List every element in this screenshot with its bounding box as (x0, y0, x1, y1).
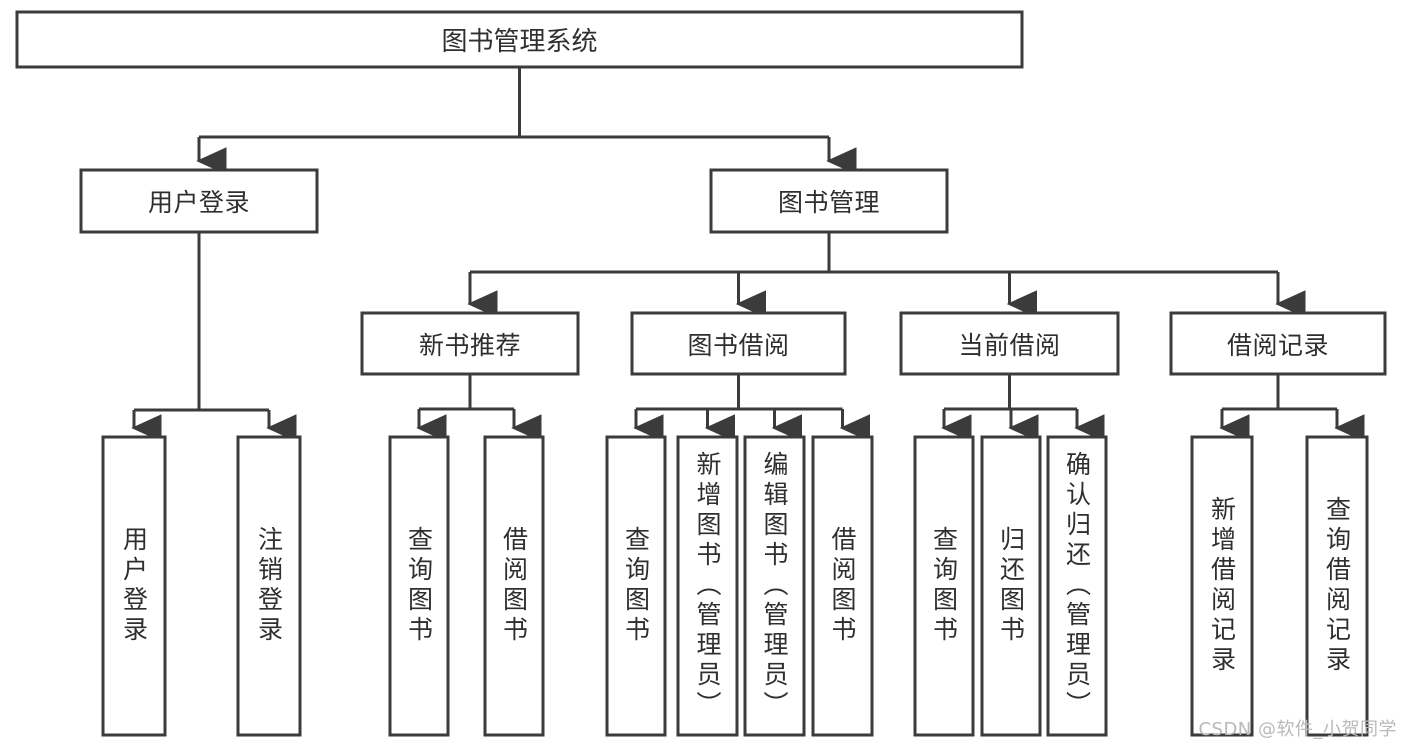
node-box-leaf-borrow-book-2[interactable] (811, 435, 874, 737)
node-box-leaf-user-login[interactable] (101, 435, 167, 737)
node-box-leaf-borrow-book-1[interactable] (483, 435, 545, 737)
node-box-leaf-add-record[interactable] (1190, 435, 1254, 737)
connector-layer (131, 67, 1365, 442)
node-box-leaf-query-record[interactable] (1305, 435, 1369, 737)
node-box-leaf-confirm-return[interactable] (1046, 435, 1108, 737)
node-box-book-management[interactable] (709, 168, 949, 234)
node-box-leaf-return-book[interactable] (980, 435, 1042, 737)
csdn-watermark: CSDN @软件_小贺同学 (1198, 719, 1397, 740)
node-box-book-borrow[interactable] (630, 311, 847, 376)
node-box-root[interactable] (15, 10, 1024, 69)
node-box-user-login[interactable] (79, 168, 319, 234)
node-box-current-borrow[interactable] (899, 311, 1120, 376)
node-box-new-book-recommend[interactable] (360, 311, 580, 376)
node-box-leaf-add-book[interactable] (676, 435, 739, 737)
node-box-leaf-query-book-1[interactable] (388, 435, 450, 737)
node-box-leaf-query-book-3[interactable] (913, 435, 975, 737)
node-box-leaf-edit-book[interactable] (743, 435, 806, 737)
node-box-leaf-query-book-2[interactable] (605, 435, 667, 737)
node-box-leaf-logout[interactable] (236, 435, 302, 737)
node-box-layer (15, 10, 1387, 737)
node-box-borrow-record[interactable] (1169, 311, 1387, 376)
